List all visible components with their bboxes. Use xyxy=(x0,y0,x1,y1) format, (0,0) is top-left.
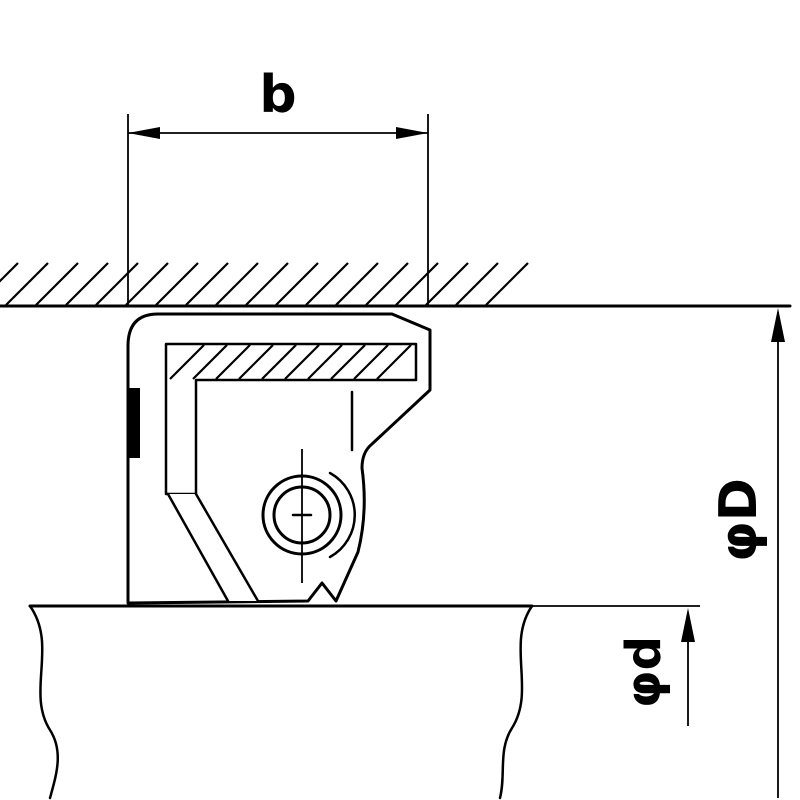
arrowhead-up-icon xyxy=(681,608,695,642)
outer-diameter-label: φD xyxy=(709,478,769,562)
flex-gap-edge-right xyxy=(194,492,260,603)
garter-spring xyxy=(261,449,343,583)
housing-hatching xyxy=(0,262,529,306)
arrowhead-right-icon xyxy=(396,127,428,139)
flex-gap xyxy=(168,494,258,601)
shaft-break-right xyxy=(498,604,534,800)
shaft-diameter-label: φd xyxy=(616,636,672,708)
shaft xyxy=(28,604,700,800)
arrowhead-left-icon xyxy=(128,127,160,139)
metal-case-hatching xyxy=(169,344,412,380)
shaft-break-left xyxy=(28,604,59,800)
left-face-groove xyxy=(129,388,140,458)
outer-diameter-dimension: φD xyxy=(709,308,785,798)
seal-body xyxy=(126,312,432,605)
width-dimension-label: b xyxy=(259,65,296,125)
width-dimension: b xyxy=(127,65,429,306)
arrowhead-up-icon xyxy=(771,308,785,342)
metal-case-insert xyxy=(164,342,418,496)
spring-groove-arc xyxy=(328,471,357,559)
shaft-diameter-dimension: φd xyxy=(616,608,695,726)
flex-gap-edge-left xyxy=(166,492,230,603)
